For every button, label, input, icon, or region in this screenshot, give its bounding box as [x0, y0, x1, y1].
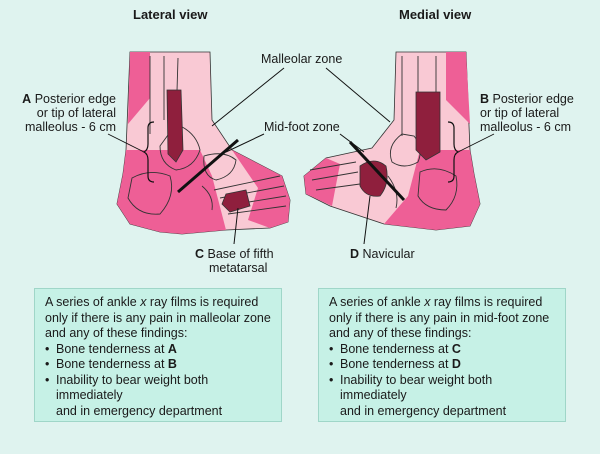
medial-zone-toes	[304, 158, 340, 206]
label-a-letter: A	[22, 92, 32, 106]
lateral-zone-leg	[128, 52, 150, 124]
label-b-line3: malleolus - 6 cm	[480, 120, 571, 134]
malleolar-intro-part2: ray films is required	[146, 295, 259, 309]
midfoot-finding-d-text: Bone tenderness at	[340, 357, 452, 371]
leader-b	[457, 133, 495, 153]
malleolar-finding-weight: Inability to bear weight both immediatel…	[45, 373, 271, 420]
midfoot-intro-part2: ray films is required	[430, 295, 543, 309]
midfoot-intro-part1: A series of ankle	[329, 295, 425, 309]
medial-midfoot-boundary	[348, 140, 406, 202]
midfoot-finding-weight-line1: Inability to bear weight both immediatel…	[340, 372, 493, 403]
malleolar-intro-part1: A series of ankle	[45, 295, 141, 309]
label-d-line1: Navicular	[362, 247, 415, 261]
label-a-line1: Posterior edge	[34, 92, 116, 106]
medial-malleolus-bone	[415, 91, 441, 161]
midfoot-findings-list: Bone tenderness at C Bone tenderness at …	[329, 342, 555, 420]
midfoot-finding-weight-line2: and in emergency department	[340, 403, 507, 418]
label-a-line3: malleolus - 6 cm	[25, 120, 116, 134]
malleolar-intro: A series of ankle x ray films is require…	[45, 295, 271, 311]
malleolar-finding-a-key: A	[167, 341, 177, 356]
leader-midfoot-lateral	[225, 133, 265, 153]
lateral-malleolus-bone	[166, 89, 184, 163]
label-b-line1: Posterior edge	[492, 92, 574, 106]
fifth-metatarsal-base-bone	[221, 189, 251, 213]
midfoot-zone-label: Mid-foot zone	[264, 120, 340, 134]
label-c-line1: Base of fifth	[207, 247, 274, 261]
malleolar-line3: and any of these findings:	[45, 326, 188, 340]
label-a-line2: or tip of lateral	[36, 106, 116, 120]
label-b: B Posterior edge or tip of lateral malle…	[480, 92, 574, 134]
navicular-bone	[359, 160, 388, 197]
malleolar-line2: only if there is any pain in malleolar z…	[45, 310, 271, 325]
leader-d	[363, 195, 371, 245]
leader-c	[233, 207, 239, 245]
malleolar-intro-x: x	[140, 295, 147, 309]
midfoot-criteria-box: A series of ankle x ray films is require…	[318, 288, 566, 422]
malleolar-finding-b: Bone tenderness at B	[45, 357, 271, 373]
malleolar-criteria-box: A series of ankle x ray films is require…	[34, 288, 282, 422]
midfoot-finding-c: Bone tenderness at C	[329, 342, 555, 358]
midfoot-intro-x: x	[424, 295, 431, 309]
malleolar-finding-weight-line2: and in emergency department	[56, 403, 223, 418]
label-b-line2: or tip of lateral	[480, 106, 560, 120]
label-a: A Posterior edge or tip of lateral malle…	[12, 92, 116, 134]
label-c-line2: metatarsal	[209, 261, 268, 275]
midfoot-finding-weight: Inability to bear weight both immediatel…	[329, 373, 555, 420]
lateral-bones	[127, 56, 287, 215]
label-b-letter: B	[480, 92, 490, 106]
malleolar-zone-label: Malleolar zone	[261, 52, 343, 66]
malleolar-finding-a: Bone tenderness at A	[45, 342, 271, 358]
midfoot-finding-c-key: C	[451, 341, 461, 356]
malleolar-findings-list: Bone tenderness at A Bone tenderness at …	[45, 342, 271, 420]
leader-a	[107, 133, 145, 153]
medial-zone-leg	[446, 52, 470, 124]
label-d: D Navicular	[350, 247, 415, 261]
lateral-view-title: Lateral view	[133, 7, 208, 22]
medial-foot	[303, 51, 495, 231]
label-c: C Base of fifth metatarsal	[195, 247, 274, 275]
leader-malleolar-lateral	[211, 67, 285, 127]
lateral-foot	[107, 51, 291, 235]
leader-lines	[211, 67, 391, 245]
midfoot-finding-d: Bone tenderness at D	[329, 357, 555, 373]
label-c-letter: C	[195, 247, 205, 261]
label-d-letter: D	[350, 247, 360, 261]
midfoot-finding-d-key: D	[451, 357, 461, 371]
midfoot-intro: A series of ankle x ray films is require…	[329, 295, 555, 311]
midfoot-line3: and any of these findings:	[329, 326, 472, 340]
medial-zone-heel	[384, 150, 480, 230]
midfoot-line2: only if there is any pain in mid-foot zo…	[329, 310, 550, 325]
lateral-zone-toes	[232, 150, 290, 228]
malleolar-finding-a-text: Bone tenderness at	[56, 341, 168, 356]
malleolar-finding-b-text: Bone tenderness at	[56, 357, 168, 371]
leader-malleolar-medial	[325, 67, 391, 123]
midfoot-finding-c-text: Bone tenderness at	[340, 341, 452, 356]
malleolar-finding-b-key: B	[167, 357, 177, 371]
medial-view-title: Medial view	[399, 7, 472, 22]
leader-midfoot-medial	[339, 133, 365, 153]
lateral-midfoot-boundary	[177, 138, 239, 194]
malleolar-finding-weight-line1: Inability to bear weight both immediatel…	[56, 372, 209, 403]
